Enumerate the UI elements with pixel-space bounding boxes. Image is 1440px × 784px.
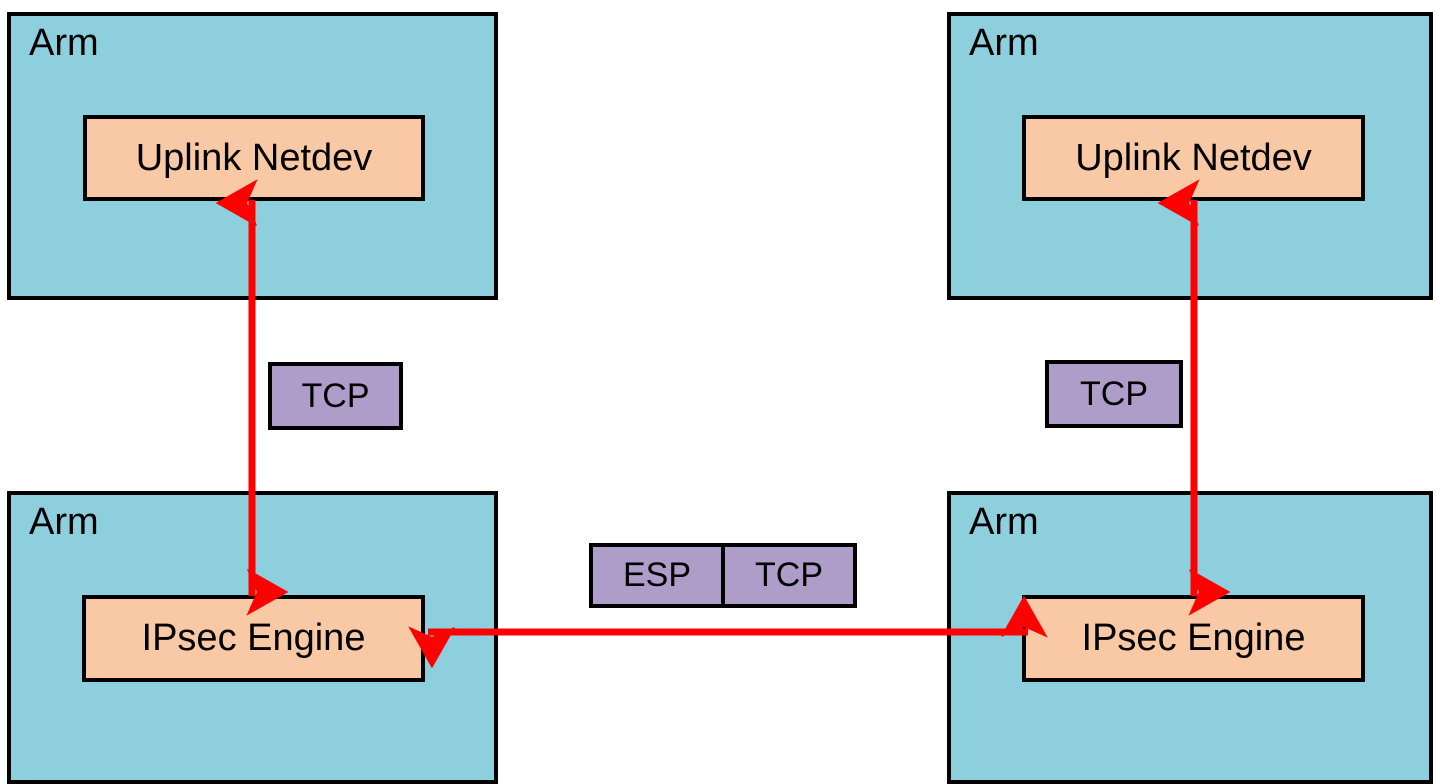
protocol-cell-tcp: TCP bbox=[721, 547, 853, 604]
protocol-label-tcp-left-text: TCP bbox=[301, 376, 370, 415]
arm-label-top-right: Arm bbox=[969, 22, 1039, 64]
ipsec-engine-left[interactable]: IPsec Engine bbox=[82, 595, 425, 682]
protocol-cell-esp-text: ESP bbox=[622, 556, 692, 594]
protocol-cell-tcp-text: TCP bbox=[755, 556, 823, 594]
arm-label-top-left: Arm bbox=[29, 22, 99, 64]
protocol-label-tcp-right-text: TCP bbox=[1080, 374, 1148, 413]
protocol-cell-esp: ESP bbox=[593, 547, 721, 604]
ipsec-engine-left-label: IPsec Engine bbox=[141, 617, 366, 659]
protocol-label-tcp-left[interactable]: TCP bbox=[268, 362, 403, 430]
uplink-netdev-right-label: Uplink Netdev bbox=[1075, 136, 1312, 179]
ipsec-engine-right-label: IPsec Engine bbox=[1081, 617, 1306, 659]
arm-label-bottom-left: Arm bbox=[29, 501, 99, 543]
ipsec-engine-right[interactable]: IPsec Engine bbox=[1022, 595, 1365, 682]
protocol-label-tcp-right[interactable]: TCP bbox=[1045, 360, 1183, 428]
uplink-netdev-right[interactable]: Uplink Netdev bbox=[1022, 115, 1365, 201]
uplink-netdev-left-label: Uplink Netdev bbox=[135, 136, 373, 179]
protocol-label-esp-tcp[interactable]: ESP TCP bbox=[589, 543, 857, 608]
uplink-netdev-left[interactable]: Uplink Netdev bbox=[83, 115, 425, 201]
arm-label-bottom-right: Arm bbox=[969, 501, 1039, 543]
